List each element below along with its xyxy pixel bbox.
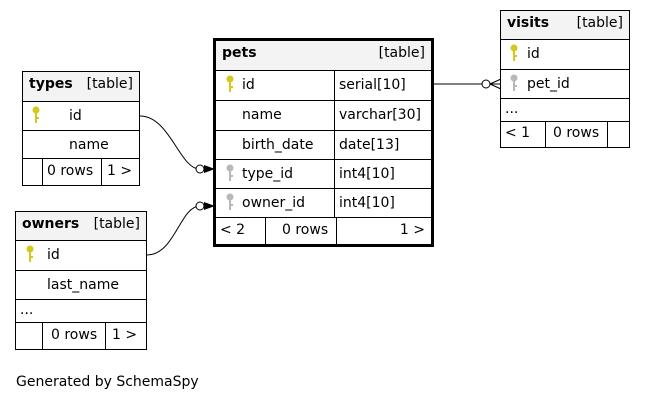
column-row: id serial[10] [216,71,431,101]
primary-key-icon [26,245,34,262]
table-kind: [table] [93,216,140,232]
column-row: pet_id [501,70,629,99]
column-name: id [242,77,255,93]
table-pets[interactable]: pets [table] id serial[10] name varchar[… [213,38,434,247]
column-row: owner_id int4[10] [216,189,431,218]
column-row: name [23,131,139,159]
table-types[interactable]: types [table] id name 0 rows 1 > [22,71,140,186]
table-visits-header: visits [table] [501,11,629,40]
column-name: type_id [242,166,294,182]
table-kind: [table] [576,15,623,31]
table-footer: 0 rows 1 > [16,323,146,349]
table-kind: [table] [86,76,133,92]
column-row: type_id int4[10] [216,160,431,189]
table-pets-header: pets [table] [216,41,431,71]
column-name: last_name [47,277,119,293]
link-pets-visits-optional-marker [481,79,491,89]
foreign-key-icon [226,164,234,181]
column-name: id [527,46,540,62]
column-row: id [23,102,139,131]
prev-link[interactable]: < 1 [505,125,531,141]
column-name: id [47,247,60,263]
next-link[interactable]: 1 > [112,327,138,343]
link-owners-pets-optional-marker [195,201,205,211]
table-types-header: types [table] [23,72,139,102]
next-link[interactable]: 1 > [399,222,425,238]
column-name: birth_date [242,137,314,153]
column-row: id [16,241,146,271]
more-columns: ... [16,300,146,323]
row-count: 0 rows [553,125,600,141]
table-footer: < 2 0 rows 1 > [216,218,431,244]
column-row: birth_date date[13] [216,131,431,160]
ellipsis: ... [20,302,34,318]
table-owners-header: owners [table] [16,212,146,241]
link-owners-pets [146,205,201,256]
table-name: visits [507,15,550,31]
column-row: last_name [16,271,146,300]
ellipsis: ... [505,101,519,117]
table-owners[interactable]: owners [table] id last_name ... 0 rows 1… [15,211,147,350]
table-footer: 0 rows 1 > [23,159,139,185]
table-kind: [table] [378,45,425,61]
table-name: owners [22,216,80,232]
row-count: 0 rows [282,222,329,238]
link-types-pets [139,115,201,170]
column-row: name varchar[30] [216,101,431,131]
column-type: date[13] [339,137,400,153]
column-name: name [242,107,282,123]
column-row: id [501,40,629,70]
foreign-key-icon [226,193,234,210]
column-type: serial[10] [339,77,406,93]
column-name: pet_id [527,76,570,92]
more-columns: ... [501,99,629,122]
primary-key-icon [32,106,40,123]
column-type: int4[10] [339,166,395,182]
row-count: 0 rows [51,327,98,343]
link-types-pets-optional-marker [195,164,205,174]
primary-key-icon [510,44,518,61]
row-count: 0 rows [47,163,94,179]
column-name: id [69,108,82,124]
foreign-key-icon [510,74,518,91]
table-name: types [29,76,73,92]
link-types-pets-many-marker [204,165,215,173]
column-name: name [69,137,109,153]
link-pets-visits-many-marker [489,78,502,90]
next-link[interactable]: 1 > [107,163,133,179]
prev-link[interactable]: < 2 [220,222,246,238]
column-type: int4[10] [339,195,395,211]
link-owners-pets-many-marker [204,202,215,210]
table-footer: < 1 0 rows [501,122,629,147]
column-name: owner_id [242,195,306,211]
table-name: pets [222,45,257,61]
table-visits[interactable]: visits [table] id pet_id ... < 1 0 rows [500,10,630,148]
column-type: varchar[30] [339,107,421,123]
generated-by-caption: Generated by SchemaSpy [16,374,199,390]
primary-key-icon [226,75,234,92]
